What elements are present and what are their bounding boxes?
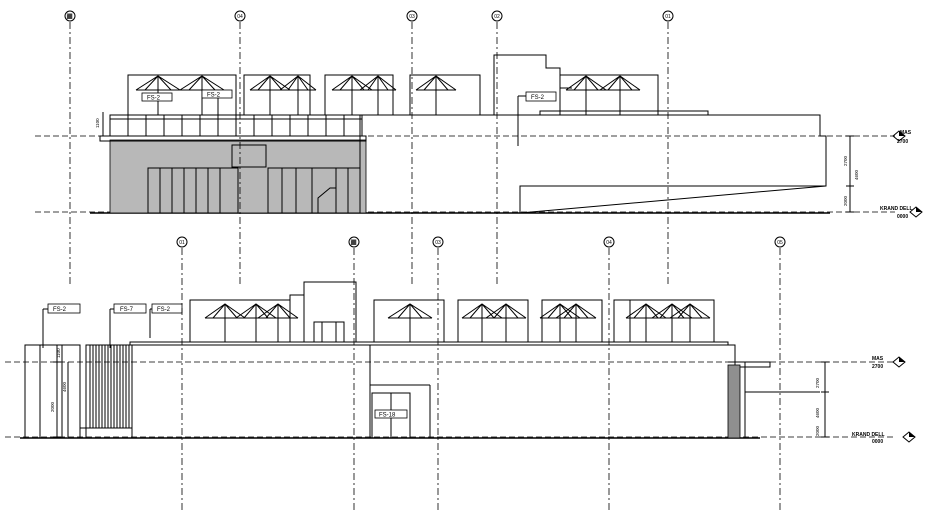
svg-text:2700: 2700: [872, 364, 883, 370]
bottom-louvers: [89, 345, 130, 428]
top-tag-1: FS-2: [141, 92, 173, 102]
svg-text:0000: 0000: [897, 214, 908, 220]
bottom-tag-2-label: FS-7: [120, 307, 134, 313]
svg-text:04: 04: [606, 240, 612, 246]
svg-text:05: 05: [777, 240, 783, 246]
bottom-louver-screen: [85, 344, 133, 429]
top-umbrellas: [135, 75, 641, 115]
svg-text:0000: 0000: [872, 439, 883, 445]
top-tag-1-label: FS-2: [147, 96, 161, 102]
top-elevation: FS-2 FS-2 FS-2 ⬛ 04: [35, 10, 923, 286]
top-tag-2-label: FS-2: [207, 93, 221, 99]
top-grid-bubble-5: 01: [662, 10, 674, 22]
svg-text:1100: 1100: [56, 348, 61, 358]
bottom-grid-bubble-5: 05: [774, 236, 786, 248]
bottom-umbrellas: [204, 303, 711, 342]
bottom-grid-bubble-2: ⬛: [348, 236, 360, 248]
top-dimensions: 1100 2700 4600 2000: [95, 112, 859, 213]
bottom-level-marker-ground: KRAND DELL 0000: [852, 431, 916, 445]
bottom-grid-bubble-1: 01: [176, 236, 188, 248]
bottom-grid-lines: [181, 248, 781, 512]
svg-text:4600: 4600: [815, 407, 820, 418]
top-tag-3-label: FS-2: [531, 95, 545, 101]
bottom-door-tag: [374, 409, 408, 419]
svg-text:2700: 2700: [843, 155, 848, 166]
svg-text:01: 01: [179, 240, 185, 246]
top-tag-3: FS-2: [517, 91, 557, 146]
top-grid-bubble-4: 02: [491, 10, 503, 22]
svg-text:03: 03: [409, 14, 415, 20]
svg-text:01: 01: [665, 14, 671, 20]
bottom-tag-3-label: FS-2: [157, 307, 171, 313]
bottom-tag-1: FS-2: [42, 303, 81, 348]
bottom-tag-1-label: FS-2: [53, 307, 67, 313]
svg-text:⬛: ⬛: [67, 13, 73, 20]
svg-text:2000: 2000: [843, 195, 848, 206]
top-storefront-left: [147, 167, 239, 214]
bottom-stair-tower: [303, 281, 357, 342]
svg-text:2700: 2700: [815, 377, 820, 388]
svg-text:03: 03: [435, 240, 441, 246]
bottom-tag-3: FS-2: [149, 303, 183, 338]
bottom-door-tag-label: FS-18: [379, 413, 396, 419]
bottom-tag-2: FS-7: [109, 303, 147, 348]
svg-text:4600: 4600: [854, 169, 859, 180]
top-grid-bubble-2: 04: [234, 10, 246, 22]
bottom-level-marker-upper: MAS 2700: [872, 356, 906, 370]
svg-text:KRAND DELL: KRAND DELL: [880, 206, 913, 212]
top-grid-bubble-3: 03: [406, 10, 418, 22]
top-ramp-line: [519, 185, 827, 214]
svg-text:2700: 2700: [897, 139, 908, 145]
svg-text:1100: 1100: [95, 118, 100, 128]
bottom-grid-bubble-3: 03: [432, 236, 444, 248]
svg-text:2000: 2000: [50, 401, 55, 412]
top-upper-window: [231, 144, 267, 168]
top-tag-2: FS-2: [201, 89, 233, 130]
svg-text:MAS: MAS: [872, 356, 884, 362]
top-grid-bubble-1: ⬛: [64, 10, 76, 22]
top-level-marker-ground: KRAND DELL 0000: [880, 206, 923, 220]
bottom-gray-column: [727, 364, 741, 439]
top-level-marker-upper: MAS 2700: [892, 130, 912, 145]
bottom-grid-bubble-4: 04: [603, 236, 615, 248]
bottom-dimensions: 2000 4600 1100 2700 4600 2000: [50, 345, 829, 438]
svg-text:⬛: ⬛: [351, 239, 357, 246]
svg-text:KRAND DELL: KRAND DELL: [852, 432, 885, 438]
svg-text:04: 04: [237, 14, 243, 20]
svg-text:4600: 4600: [62, 381, 67, 392]
svg-text:02: 02: [494, 14, 500, 20]
bottom-elevation: FS-18 FS-2: [5, 236, 916, 512]
svg-text:2000: 2000: [815, 425, 820, 436]
top-grid-lines: [69, 22, 669, 286]
svg-text:MAS: MAS: [900, 130, 912, 136]
